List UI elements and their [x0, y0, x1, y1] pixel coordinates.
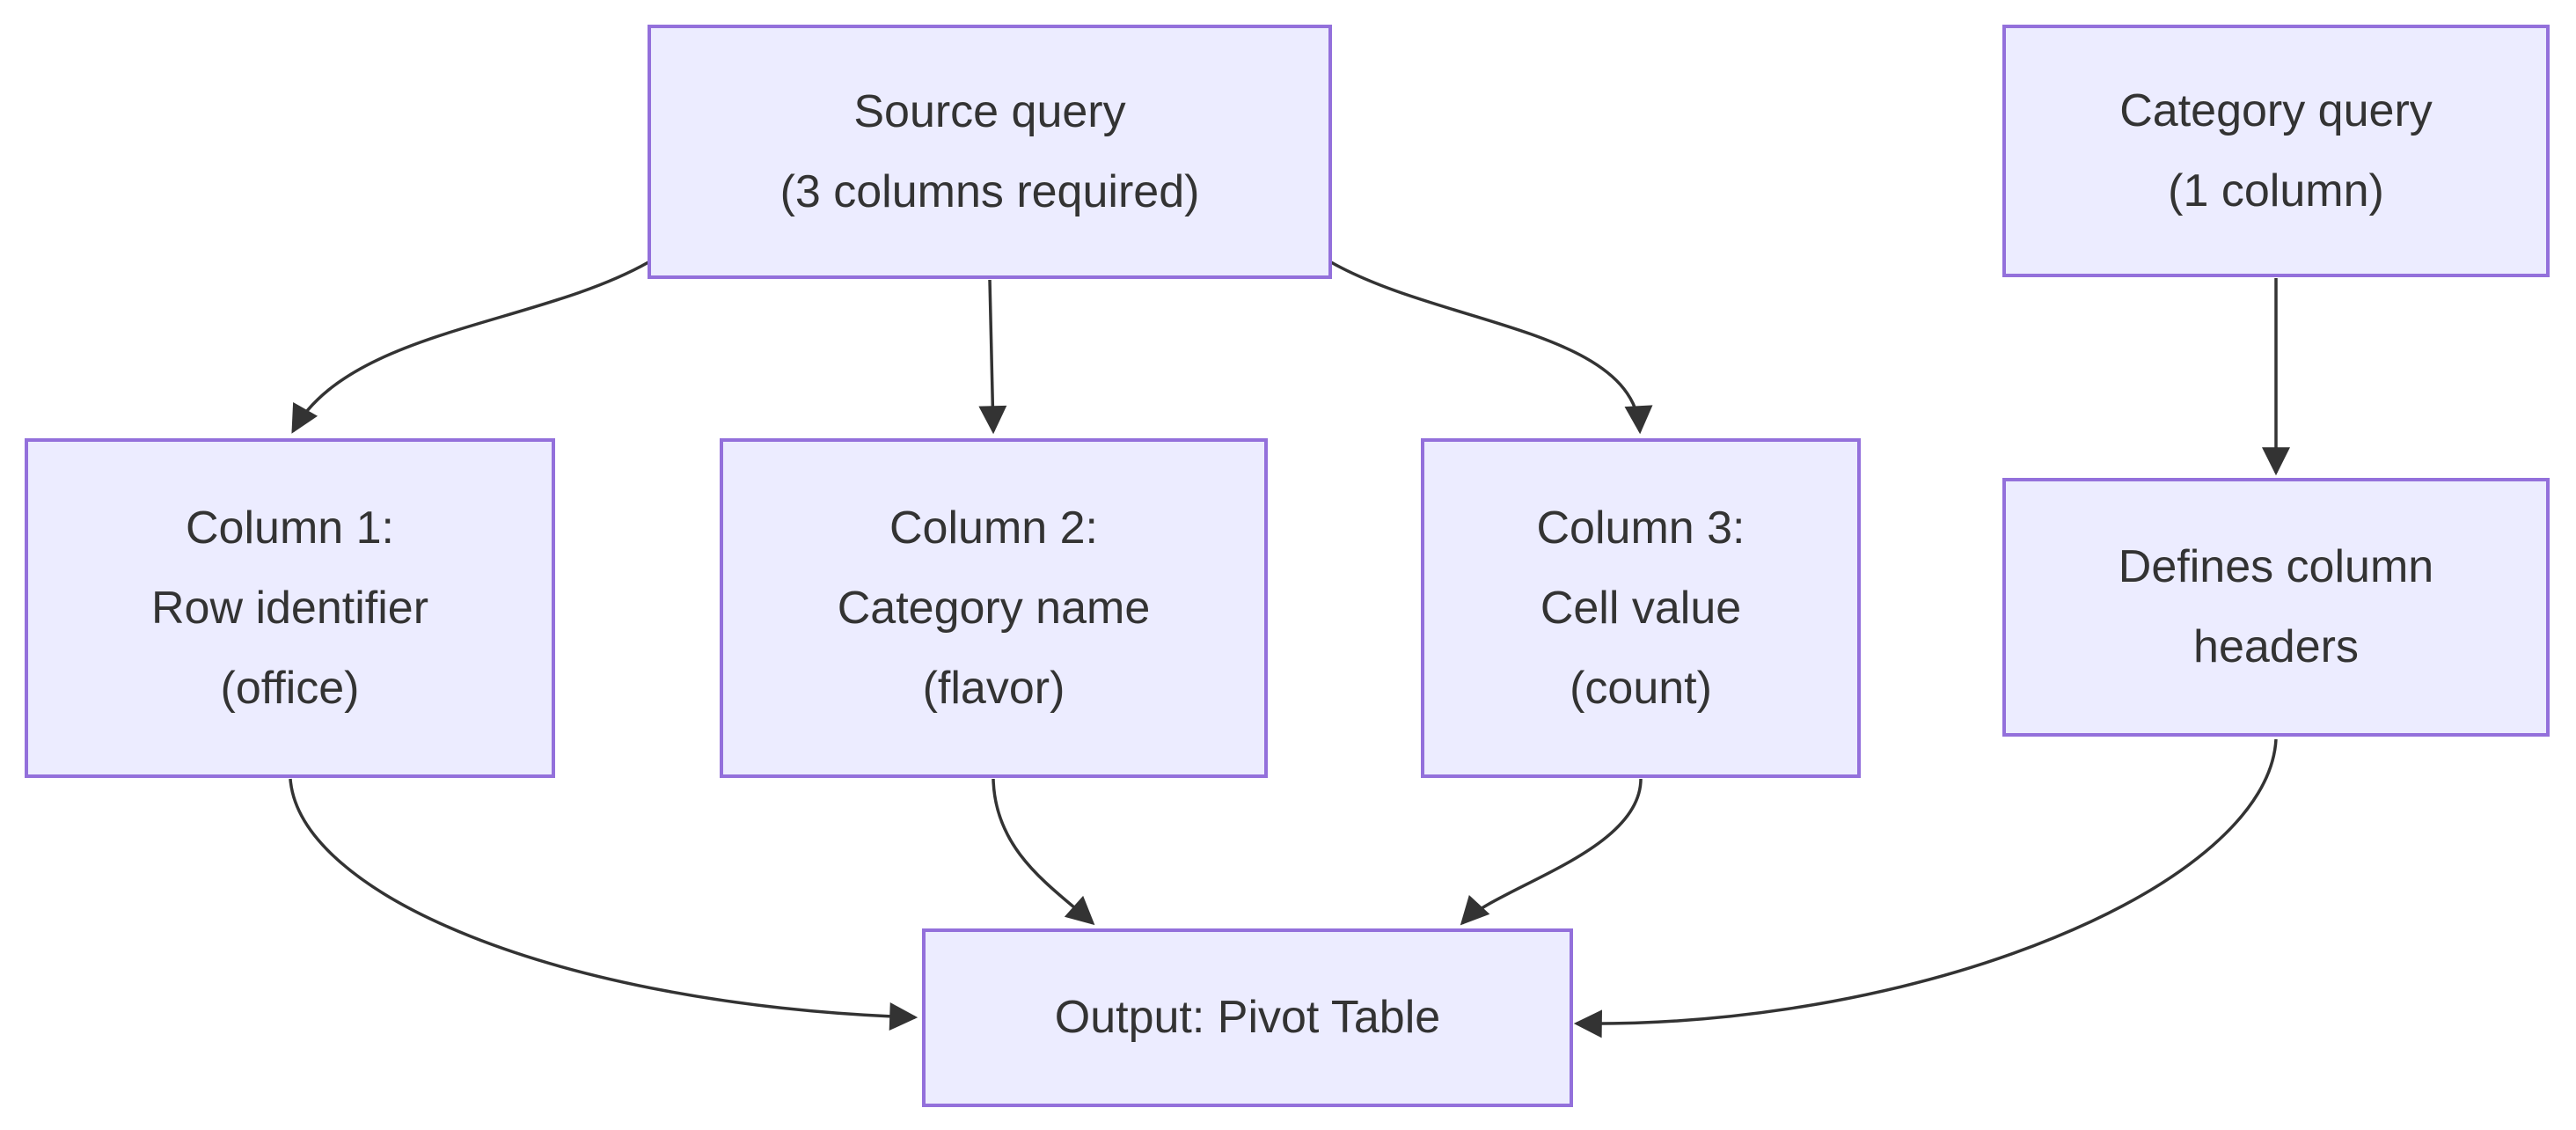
- node-column-1-line: Column 1:: [186, 502, 394, 554]
- node-category-query-line: Category query: [2119, 84, 2433, 136]
- edge-headers-to-output: [1573, 738, 2278, 1038]
- edge-col1-to-output: [289, 778, 918, 1031]
- node-output-pivot-table-line: Output: Pivot Table: [1054, 992, 1441, 1043]
- node-source-query: Source query (3 columns required): [648, 25, 1332, 279]
- node-column-3-line: (count): [1570, 662, 1712, 714]
- node-column-3-cell-value: Column 3: Cell value (count): [1421, 438, 1861, 778]
- node-column-2-line: Column 2:: [889, 502, 1098, 554]
- node-source-query-line: Source query: [853, 85, 1126, 137]
- node-output-pivot-table: Output: Pivot Table: [922, 928, 1573, 1107]
- edge-source-to-col3: [1330, 260, 1653, 435]
- node-column-3-line: Cell value: [1540, 582, 1742, 634]
- node-defines-column-headers-line: headers: [2193, 621, 2359, 672]
- node-column-2-line: Category name: [837, 582, 1151, 634]
- node-defines-column-headers: Defines column headers: [2002, 478, 2550, 737]
- edge-source-to-col2: [978, 279, 1007, 435]
- node-category-query-line: (1 column): [2168, 165, 2384, 216]
- node-column-3-line: Column 3:: [1536, 502, 1745, 554]
- node-column-2-line: (flavor): [922, 662, 1065, 714]
- edge-col2-to-output: [992, 778, 1095, 926]
- node-source-query-line: (3 columns required): [779, 165, 1200, 217]
- node-category-query: Category query (1 column): [2002, 25, 2550, 277]
- node-defines-column-headers-line: Defines column: [2118, 541, 2434, 592]
- node-column-1-row-identifier: Column 1: Row identifier (office): [25, 438, 555, 778]
- node-column-2-category-name: Column 2: Category name (flavor): [720, 438, 1268, 778]
- edge-col3-to-output: [1460, 778, 1643, 926]
- node-column-1-line: (office): [220, 662, 360, 714]
- edge-source-to-col1: [291, 260, 649, 434]
- node-column-1-line: Row identifier: [150, 582, 429, 634]
